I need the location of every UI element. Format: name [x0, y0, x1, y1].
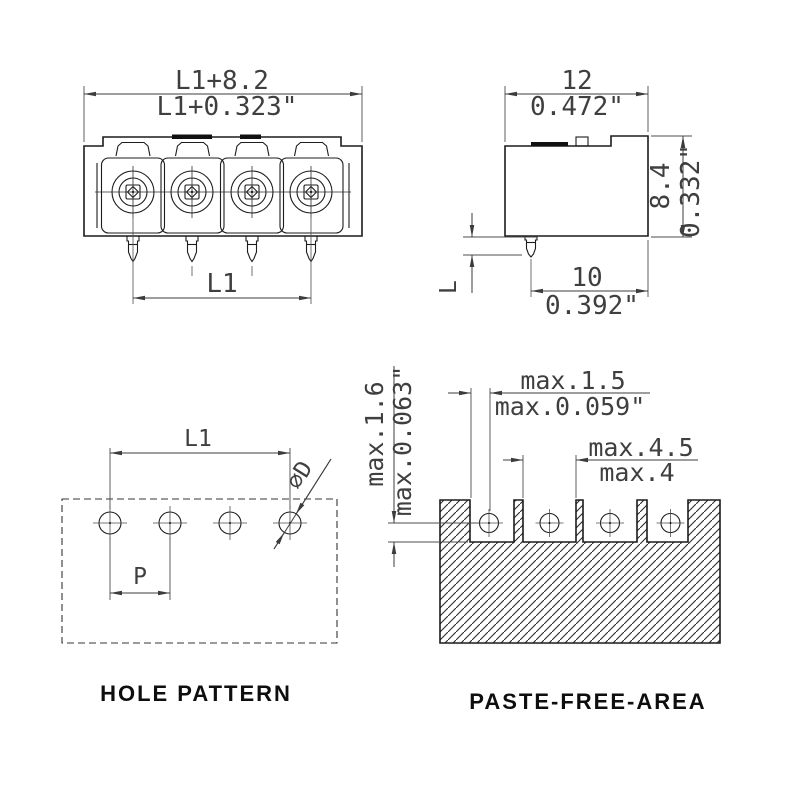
solder-pin — [185, 236, 199, 263]
hole-dim-pitch: P — [109, 537, 171, 600]
front-top-mark — [172, 134, 212, 139]
dim-hole-span: L1 — [184, 426, 212, 452]
dim-notch-alt: max.4 — [599, 458, 674, 487]
paste-hole — [596, 509, 624, 537]
side-dim-depth: 12 0.472" — [504, 66, 649, 142]
front-screw-terminals — [95, 166, 351, 218]
side-dim-pin-offset: 10 0.392" — [530, 240, 649, 321]
dim-depth-inch: 0.472" — [530, 92, 624, 122]
solder-pin — [245, 236, 259, 263]
paste-hole — [535, 509, 564, 537]
dim-offset-inch: max.0.063" — [388, 366, 417, 517]
terminal-cell — [160, 157, 225, 234]
dim-overall-metric: L1+8.2 — [175, 66, 269, 96]
side-top-mark — [531, 142, 568, 146]
front-dim-pin-span: L1 — [132, 218, 312, 304]
side-body-outline — [504, 135, 649, 237]
paste-free-area-view: max.1.5 max.0.059" max.4.5 max.4 max.1.6… — [360, 366, 721, 714]
front-dim-overall: L1+8.2 L1+0.323" — [83, 66, 363, 142]
dim-depth-metric: 12 — [561, 66, 592, 96]
dim-pin-span: L1 — [206, 269, 237, 299]
dim-offset-metric: max.1.6 — [360, 381, 389, 486]
pcb-outline-dashed — [61, 498, 338, 644]
paste-free-area-title: PASTE-FREE-AREA — [469, 689, 706, 714]
dim-edge-metric: max.1.5 — [520, 366, 625, 395]
paste-free-region-hatched — [439, 499, 721, 644]
hole-dim-span: L1 — [109, 426, 291, 509]
dim-overall-inch: L1+0.323" — [157, 92, 298, 122]
side-top-rib — [575, 136, 589, 147]
side-solder-pin — [524, 236, 538, 258]
dim-pin-length: L — [436, 280, 462, 294]
side-dim-height: 8.4 0.332" — [646, 135, 706, 238]
drill-hole — [213, 506, 247, 540]
paste-dim-edge: max.1.5 max.0.059" — [448, 366, 650, 511]
paste-dim-offset: max.1.6 max.0.063" — [360, 366, 479, 567]
paste-dim-notch: max.4.5 max.4 — [503, 433, 698, 498]
drill-hole — [153, 506, 187, 540]
dim-notch-metric: max.4.5 — [588, 433, 693, 462]
dim-edge-inch: max.0.059" — [495, 392, 646, 421]
dim-pin-offset-metric: 10 — [571, 263, 602, 293]
dim-height-inch: 0.332" — [676, 144, 706, 238]
hole-pattern-title: HOLE PATTERN — [100, 681, 292, 706]
side-view: 12 0.472" 8.4 0.332" 10 0.392" L — [436, 66, 706, 321]
side-dim-pin-length: L — [436, 213, 537, 294]
paste-hole — [656, 509, 685, 537]
paste-hole — [475, 509, 503, 537]
dim-height-metric: 8.4 — [646, 163, 676, 210]
dim-pin-offset-inch: 0.392" — [545, 291, 639, 321]
terminal-cell — [279, 157, 344, 234]
paste-area-holes — [475, 509, 685, 537]
front-latch-tabs — [115, 141, 330, 157]
drill-hole — [93, 506, 127, 540]
front-body-outline — [83, 136, 363, 237]
front-top-mark — [240, 134, 261, 139]
dim-hole-pitch: P — [133, 564, 147, 590]
front-view: L1+8.2 L1+0.323" L1 — [83, 66, 363, 304]
terminal-cell — [219, 157, 285, 234]
